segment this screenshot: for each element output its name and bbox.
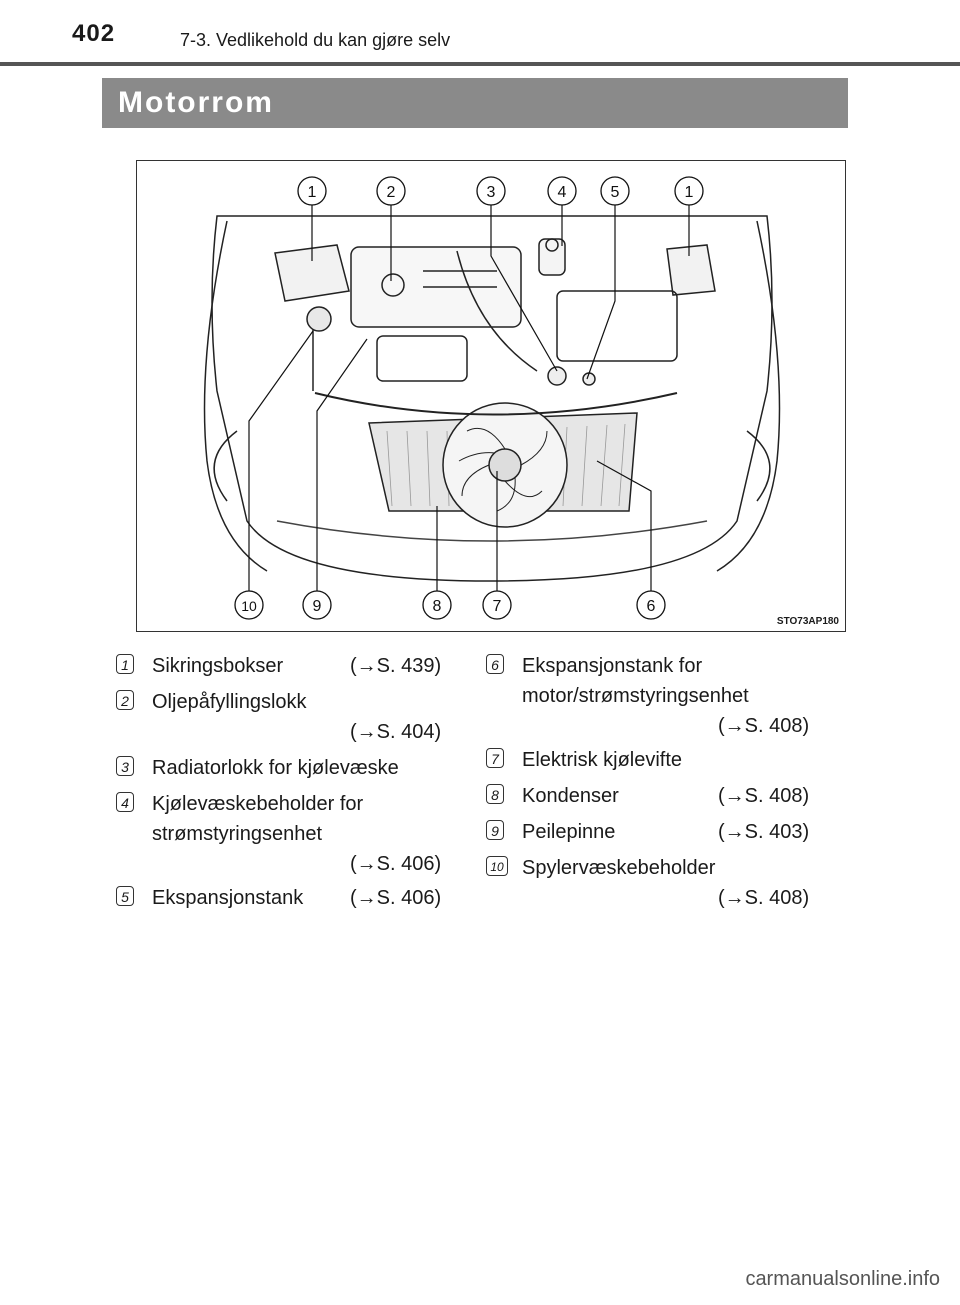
title-bar: Motorrom <box>102 78 848 128</box>
legend-badge: 7 <box>486 748 504 768</box>
legend-ref: (→S. 406) <box>350 853 442 875</box>
callout-bottom-9: 9 <box>313 598 322 615</box>
legend-ref: (→S. 403) <box>718 821 810 843</box>
legend-ref: (→S. 408) <box>718 785 810 807</box>
legend-ref: (→S. 408) <box>718 887 810 909</box>
legend-label: Oljepåfyllingslokk <box>152 691 307 713</box>
legend-label: Ekspansjonstank <box>152 887 304 909</box>
legend-badge: 5 <box>116 886 134 906</box>
callout-bottom-7: 7 <box>493 598 502 615</box>
legend-ref: (→S. 439) <box>350 655 442 677</box>
watermark: carmanualsonline.info <box>745 1268 940 1290</box>
engine-bay-drawing: 1 2 3 4 5 1 10 9 8 7 6 <box>203 176 781 620</box>
legend-label-line2: motor/strømstyringsenhet <box>522 685 749 707</box>
callout-bottom-10: 10 <box>241 598 257 614</box>
legend-label: Sikringsbokser <box>152 655 284 677</box>
callout-top-5: 5 <box>611 184 620 201</box>
legend-badge: 1 <box>116 654 134 674</box>
legend-ref: (→S. 406) <box>350 887 442 909</box>
page-title: Motorrom <box>118 86 274 119</box>
legend-label: Spylervæskebeholder <box>522 857 716 879</box>
callout-bottom-6: 6 <box>647 598 656 615</box>
legend-badge: 6 <box>486 654 504 674</box>
engine-bay-illustration: 1 2 3 4 5 1 10 9 8 7 6 STO73AP180 <box>136 160 846 632</box>
legend-ref: (→S. 408) <box>718 715 810 737</box>
callout-top-2: 2 <box>387 184 396 201</box>
legend-label: Radiatorlokk for kjølevæske <box>152 757 399 779</box>
legend-badge: 9 <box>486 820 504 840</box>
callout-top-3: 3 <box>487 184 496 201</box>
callout-top-1: 1 <box>308 184 317 201</box>
legend-label: Kondenser <box>522 785 619 807</box>
legend-badge: 4 <box>116 792 134 812</box>
legend-badge: 10 <box>486 856 508 876</box>
legend-label: Elektrisk kjølevifte <box>522 749 683 771</box>
callout-top-4: 4 <box>558 184 567 201</box>
legend-badge: 2 <box>116 690 134 710</box>
legend-label: Peilepinne <box>522 821 616 843</box>
legend-ref: (→S. 404) <box>350 721 442 743</box>
header-divider <box>0 62 960 66</box>
legend-badge: 8 <box>486 784 504 804</box>
figure-code: STO73AP180 <box>776 616 839 627</box>
legend-label: Ekspansjonstank for <box>522 655 703 677</box>
legend-label-line2: strømstyringsenhet <box>152 823 323 845</box>
callout-bottom-8: 8 <box>433 598 442 615</box>
section-header: 7-3. Vedlikehold du kan gjøre selv <box>180 30 451 50</box>
callout-top-6: 1 <box>685 184 694 201</box>
legend-badge: 3 <box>116 756 134 776</box>
page-number: 402 <box>72 20 116 47</box>
legend-label: Kjølevæskebeholder for <box>152 793 364 815</box>
